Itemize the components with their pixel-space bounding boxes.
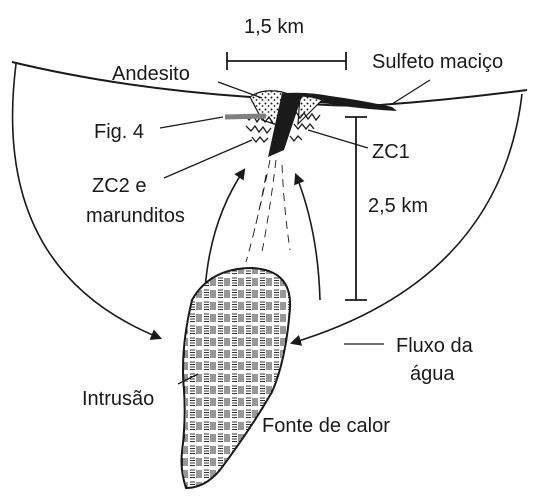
left-flow-curve (13, 64, 160, 338)
leader-fig-4 (160, 117, 223, 128)
horizontal-scale-bar (227, 52, 346, 70)
water-flow-label-line2: água (410, 363, 455, 385)
intrusion-body (182, 268, 291, 488)
fig-4-label: Fig. 4 (94, 121, 144, 143)
scale-vertical-label: 2,5 km (368, 195, 428, 217)
plume-streaks (246, 160, 290, 262)
leader-zc1 (308, 130, 368, 148)
zc2-label-line1: ZC2 e (92, 175, 146, 197)
massive-sulfide-label: Sulfeto maciço (372, 51, 503, 73)
heat-source-label: Fonte de calor (262, 415, 390, 437)
zc1-label: ZC1 (372, 141, 410, 163)
andesite-body-right (298, 96, 322, 124)
intrusion-label: Intrusão (82, 388, 154, 410)
fig-4-marker (225, 116, 266, 117)
water-flow-label-line1: Fluxo da (396, 335, 474, 357)
zc2-label-line2: marunditos (86, 205, 185, 227)
upflow-arrow-right (296, 175, 320, 300)
leader-zc2 (164, 140, 252, 178)
right-flow-curve (292, 94, 522, 343)
scale-horizontal-label: 1,5 km (244, 16, 304, 38)
andesite-label: Andesito (112, 63, 190, 85)
